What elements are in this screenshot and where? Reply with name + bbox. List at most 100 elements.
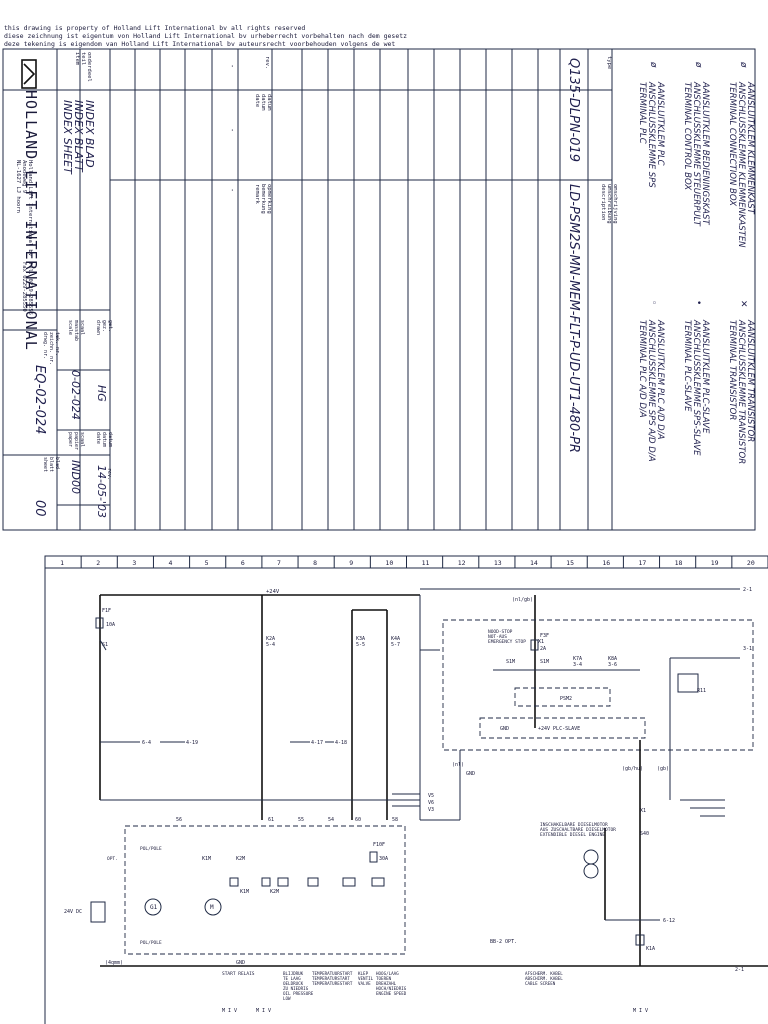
rev-dash: - <box>228 64 236 68</box>
drawn-by-label: get. gez. drawn <box>95 320 113 335</box>
column-number: 7 <box>277 559 281 567</box>
ref-3-1: 3-1 <box>743 646 752 652</box>
column-number: 8 <box>313 559 317 567</box>
wire-58: 58 <box>392 817 398 823</box>
ref-6-4: 6-4 <box>142 740 151 746</box>
noodstop-en: EMERGENCY STOP <box>488 639 526 645</box>
column-number: 19 <box>711 559 719 567</box>
plc-enclosure <box>442 619 754 751</box>
column-number: 13 <box>494 559 502 567</box>
fuse-f3f-label: F3F <box>540 633 549 639</box>
column-number: 2 <box>96 559 100 567</box>
sheet-label-nl: blad <box>54 457 60 469</box>
emergency-stop-label: NOOD-STOP NOT-AUS EMERGENCY STOP <box>488 629 526 645</box>
copyright-line: diese zeichnung ist eigentum von Holland… <box>4 32 407 40</box>
drawn-label-en: drawn <box>95 320 101 335</box>
legend-line: TERMINAL TRANSISTOR <box>727 320 737 420</box>
column-number: 5 <box>205 559 209 567</box>
relay-k1a-label: K1A <box>646 946 655 952</box>
caption-line: HOCH/NIEDRIG <box>376 986 407 991</box>
drawing-number-value: EQ-02-024 <box>32 365 47 434</box>
date-label-nl: datum <box>107 432 113 447</box>
relay-k2m-coil <box>261 877 271 887</box>
date-value: 14-05-'03 <box>95 465 108 518</box>
drawing-number-label: tek. nr. zeichn. nr. drwg. nr. <box>42 332 60 365</box>
miv-label: M I V <box>222 1008 237 1014</box>
diesel-line: EXTENDIBLE DIESEL ENGINE <box>540 832 605 838</box>
sheet-label-de: blatt <box>48 457 54 472</box>
fuse-f1f-rating: 10A <box>106 622 115 628</box>
wire-v3: V3 <box>428 807 434 813</box>
transistor-symbol-icon: ✕ <box>738 300 748 308</box>
fuse-f10f <box>369 851 378 863</box>
terminal-x1: X1 <box>538 639 544 645</box>
column-number: 14 <box>530 559 538 567</box>
caption-valve: KLEP VENTIL VALVE <box>358 971 374 986</box>
drawing-no-label-nl: tek. nr. <box>54 332 60 356</box>
ref-4-17: 4-17 <box>311 740 323 746</box>
terminal-legend: ø AANSLUITKLEM KLEMMENKAST ANSCHLUSSKLEM… <box>637 61 755 464</box>
item-label-de: teil <box>80 52 86 65</box>
wire-60: 60 <box>355 817 361 823</box>
miv-label: M I V <box>633 1008 648 1014</box>
description-label-en: description <box>600 184 606 220</box>
wire-56: 56 <box>176 817 182 823</box>
gb-label: (gb) <box>657 766 669 772</box>
column-number: 15 <box>566 559 574 567</box>
relay-k8a-label: K8A <box>608 656 617 662</box>
caption-line: ABSCHIRM. KABEL <box>525 976 563 981</box>
fuse-f3f <box>530 639 539 651</box>
relay-k2m-label: K2M <box>236 856 245 862</box>
gnd-label: GND <box>500 726 509 732</box>
legend-line: ANSCHLUSSKLEMME SPS <box>646 81 656 188</box>
relay-k7a-ref: 3-4 <box>573 662 582 668</box>
bb-opt-label: BB-2 OPT. <box>490 939 517 945</box>
legend-item-connection-box: AANSLUITKLEM KLEMMENKAST ANSCHLUSSKLEMME… <box>727 81 755 248</box>
wire-v6: V6 <box>428 800 434 806</box>
column-number: 16 <box>602 559 610 567</box>
column-number: 3 <box>132 559 136 567</box>
caption-line: DREHZAHL <box>376 981 397 986</box>
diesel-line: AUS ZUSCHALTBARE DIESELMOTOR <box>540 827 616 833</box>
column-number: 20 <box>747 559 755 567</box>
fuse-f1f <box>95 617 104 629</box>
switch-s1m-label-b: S1M <box>540 659 549 665</box>
indicator-lamp <box>583 863 599 879</box>
caption-line: HOOG/LAAG <box>376 971 399 976</box>
caption-line: BLIJDRUK <box>283 971 304 976</box>
relay-k4a-label: K4A <box>391 636 400 642</box>
legend-line: ANSCHLUSSKLEMME TRANSISTOR <box>736 319 746 464</box>
oil-pressure-switch <box>277 877 289 887</box>
fuse-f3f-rating: 2A <box>540 646 546 652</box>
temperature-switch <box>307 877 319 887</box>
caption-temperature: TEMPERATUURSTART TEMPERATURSTART TEMPERA… <box>312 971 353 986</box>
ref-6-12: 6-12 <box>663 918 675 924</box>
holland-lift-logo: HOLLAND LIFT INTERNATIONAL <box>21 59 40 351</box>
date-header-en: date <box>254 94 260 107</box>
legend-line: TERMINAL CONNECTION BOX <box>727 82 737 206</box>
caption-line: TEMPERATURESTART <box>312 981 353 986</box>
sheet-label: blad blatt sheet <box>42 457 60 472</box>
caption-start-relay: START RELAIS <box>222 971 255 977</box>
item-label-nl: onderdeel <box>86 52 92 82</box>
scale-label-en: scale <box>67 320 73 335</box>
caption-line: TOEREN <box>376 976 392 981</box>
legend-item-control-box: AANSLUITKLEM BEDIENINGSKAST ANSCHLUSSKLE… <box>682 81 710 227</box>
engine-control-enclosure <box>124 825 406 955</box>
legend-line: TERMINAL CONTROL BOX <box>682 82 692 190</box>
caption-line: VALVE <box>358 981 371 986</box>
valve-coil <box>342 877 356 887</box>
plc-slave-label: +24V PLC-SLAVE <box>538 726 580 732</box>
drawing-no-label-en: drwg. nr. <box>42 332 48 359</box>
column-number: 12 <box>458 559 466 567</box>
remark-header: opmerking bemerkung remark <box>254 184 272 214</box>
date-label-de: datum <box>101 432 107 447</box>
legend-line: AANSLUITKLEM KLEMMENKAST <box>745 81 755 215</box>
caption-line: OELDRUCK <box>283 981 304 986</box>
cable-size-label: (4qmm) <box>105 960 123 966</box>
column-number: 4 <box>169 559 173 567</box>
starter-motor-label: M <box>210 904 214 911</box>
pole-label: POL/POLE <box>140 846 162 852</box>
terminal-x1-bottom: X1 <box>640 808 646 814</box>
column-number: 11 <box>422 559 430 567</box>
